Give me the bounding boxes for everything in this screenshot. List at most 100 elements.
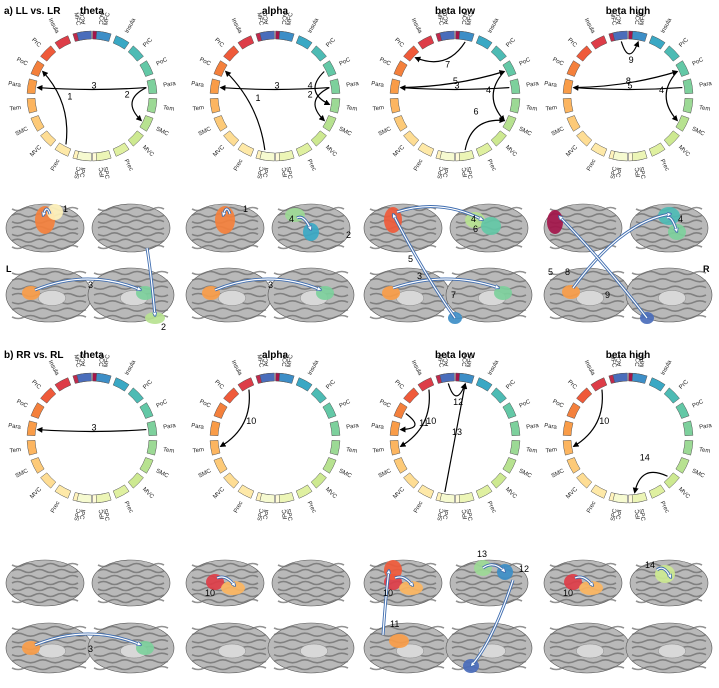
brain-b-0-right-lateral-sulcus — [97, 562, 165, 568]
brain-a-1-left-medial-callosum — [217, 290, 247, 306]
connection-a-2-3 — [492, 71, 506, 122]
connection-a-1-3 — [314, 71, 331, 105]
roi-label-R-MVC: MVC — [504, 487, 518, 501]
roi-segment-R-PoC — [502, 60, 517, 77]
brain-a-3-right-medial — [625, 267, 713, 323]
connection-b-3-1 — [632, 471, 668, 494]
connection-label-a-2-3: 4 — [486, 85, 491, 95]
roi-label-R-Prec: Prec — [486, 158, 497, 172]
roi-label-L-IPC: IPC — [635, 166, 642, 177]
patch-b2-para-l — [389, 634, 409, 648]
patch-a2-poc-r — [481, 217, 501, 235]
roi-segment-L-PoC — [30, 402, 45, 419]
roi-label-R-SMC: SMC — [691, 126, 706, 138]
roi-segment-L-SMC — [566, 115, 581, 132]
roi-segment-L-SMC — [566, 457, 581, 474]
roi-label-L-Prec: Prec — [586, 158, 597, 172]
brain-a-2-left-lateral-sulcus — [369, 244, 437, 250]
roi-label-R-ACC: ACC — [443, 353, 451, 367]
brain-a-0-right-lateral-sulcus — [97, 238, 165, 243]
connection-a-2-1 — [400, 70, 506, 89]
roi-segment-L-PoC — [30, 60, 45, 77]
brain-b-3-right-medial-sulcus — [631, 625, 707, 631]
arc-b2-11-core — [382, 570, 389, 636]
brain-a-0-left-medial — [5, 267, 93, 323]
brain-a-3-right-medial-sulcus — [631, 278, 707, 283]
roi-label-R-MVC: MVC — [141, 487, 155, 501]
roi-segment-L-PoC — [566, 60, 581, 77]
brain-label-a2-5: 5 — [408, 254, 413, 264]
brain-label-a1-3: 3 — [268, 280, 273, 290]
roi-label-L-Prec: Prec — [413, 158, 424, 172]
brain-label-b0-3: 3 — [88, 644, 93, 654]
roi-label-L-SPC: SPC — [257, 508, 265, 522]
band-title-b-betalow: beta low — [435, 350, 475, 361]
roi-label-R-Insula: Insula — [487, 359, 500, 377]
roi-label-L-MVC: MVC — [392, 486, 406, 500]
roi-label-R-MFC: MFC — [466, 11, 474, 26]
roi-segment-R-ACC — [76, 372, 92, 383]
brain-label-b2-12: 12 — [519, 564, 529, 574]
roi-label-R-PrC: PrC — [678, 379, 690, 391]
brain-b-3-left-lateral-sulcus — [549, 592, 617, 598]
brain-b-2-left-lateral-sulcus — [369, 592, 437, 598]
roi-label-L-ACC: ACC — [460, 11, 468, 25]
roi-label-L-PrC: PrC — [30, 37, 42, 49]
roi-label-L-Tem: Tem — [9, 447, 21, 455]
brain-a-1-left-lateral-sulcus — [191, 244, 259, 250]
brain-a-2-right-lateral-sulcus — [455, 238, 523, 243]
roi-label-L-MFC: MFC — [72, 354, 80, 369]
roi-segment-L-SMC — [30, 115, 45, 132]
band-title-a-betalow: beta low — [435, 6, 475, 17]
brain-b-3-left-medial — [543, 622, 631, 674]
brain-label-a2-3: 3 — [417, 271, 422, 281]
roi-label-R-IPC: IPC — [261, 167, 268, 178]
connection-label-a-3-3: 4 — [659, 85, 664, 95]
roi-segment-R-Para — [146, 78, 158, 94]
roi-segment-R-PrC — [490, 45, 507, 62]
roi-segment-L-Prec — [417, 142, 435, 157]
roi-segment-L-Prec — [237, 484, 255, 499]
roi-segment-R-MFC — [95, 30, 112, 42]
roi-segment-R-Prec — [648, 484, 666, 499]
roi-segment-L-Para — [389, 420, 401, 436]
brain-a-2-left-medial — [363, 267, 451, 323]
roi-segment-R-Prec — [295, 142, 313, 157]
brain-label-a0-1: 1 — [63, 204, 68, 214]
roi-label-L-IPC: IPC — [99, 166, 106, 177]
roi-label-R-Prec: Prec — [306, 158, 317, 172]
roi-label-L-Tem: Tem — [545, 447, 557, 455]
brain-a-0-left-lateral-sulcus — [11, 238, 79, 243]
roi-segment-R-SPC — [278, 150, 295, 162]
connection-label-b-0-0: 3 — [91, 422, 96, 432]
roi-segment-L-Tem — [26, 440, 38, 456]
brain-label-a0-3: 3 — [88, 280, 93, 290]
roi-segment-L-Tem — [209, 98, 221, 114]
brain-a-2-right-medial-sulcus — [451, 270, 527, 276]
roi-segment-L-MVC — [576, 472, 593, 489]
brain-a-1-right-medial-sulcus — [273, 270, 349, 276]
roi-label-R-ACC: ACC — [80, 11, 88, 25]
roi-label-R-MFC: MFC — [466, 353, 474, 368]
patch-a1-ins-r — [303, 223, 319, 241]
arc-a1-3-core — [214, 278, 321, 290]
roi-label-L-Tem: Tem — [9, 105, 21, 113]
roi-label-R-ACC: ACC — [616, 11, 624, 25]
roi-segment-L-Tem — [389, 98, 401, 114]
patch-b2-tem — [399, 581, 423, 595]
roi-segment-L-MVC — [223, 130, 240, 147]
roi-segment-R-IPC — [259, 493, 275, 504]
roi-label-R-PrC: PrC — [325, 379, 337, 391]
brain-b-0-right-lateral-sulcus — [97, 574, 165, 580]
brain-label-a1-2: 2 — [346, 230, 351, 240]
brain-b-3-left-medial-sulcus — [549, 632, 625, 637]
roi-segment-L-MVC — [576, 130, 593, 147]
roi-segment-R-PoC — [322, 402, 337, 419]
brain-b-0-left-medial — [5, 622, 93, 674]
roi-segment-R-SMC — [502, 115, 517, 132]
roi-segment-R-Prec — [112, 142, 130, 157]
arc-b1-10-core — [216, 576, 235, 586]
brain-b-1-left-medial-sulcus — [191, 659, 267, 664]
roi-segment-L-Insula — [590, 35, 608, 50]
